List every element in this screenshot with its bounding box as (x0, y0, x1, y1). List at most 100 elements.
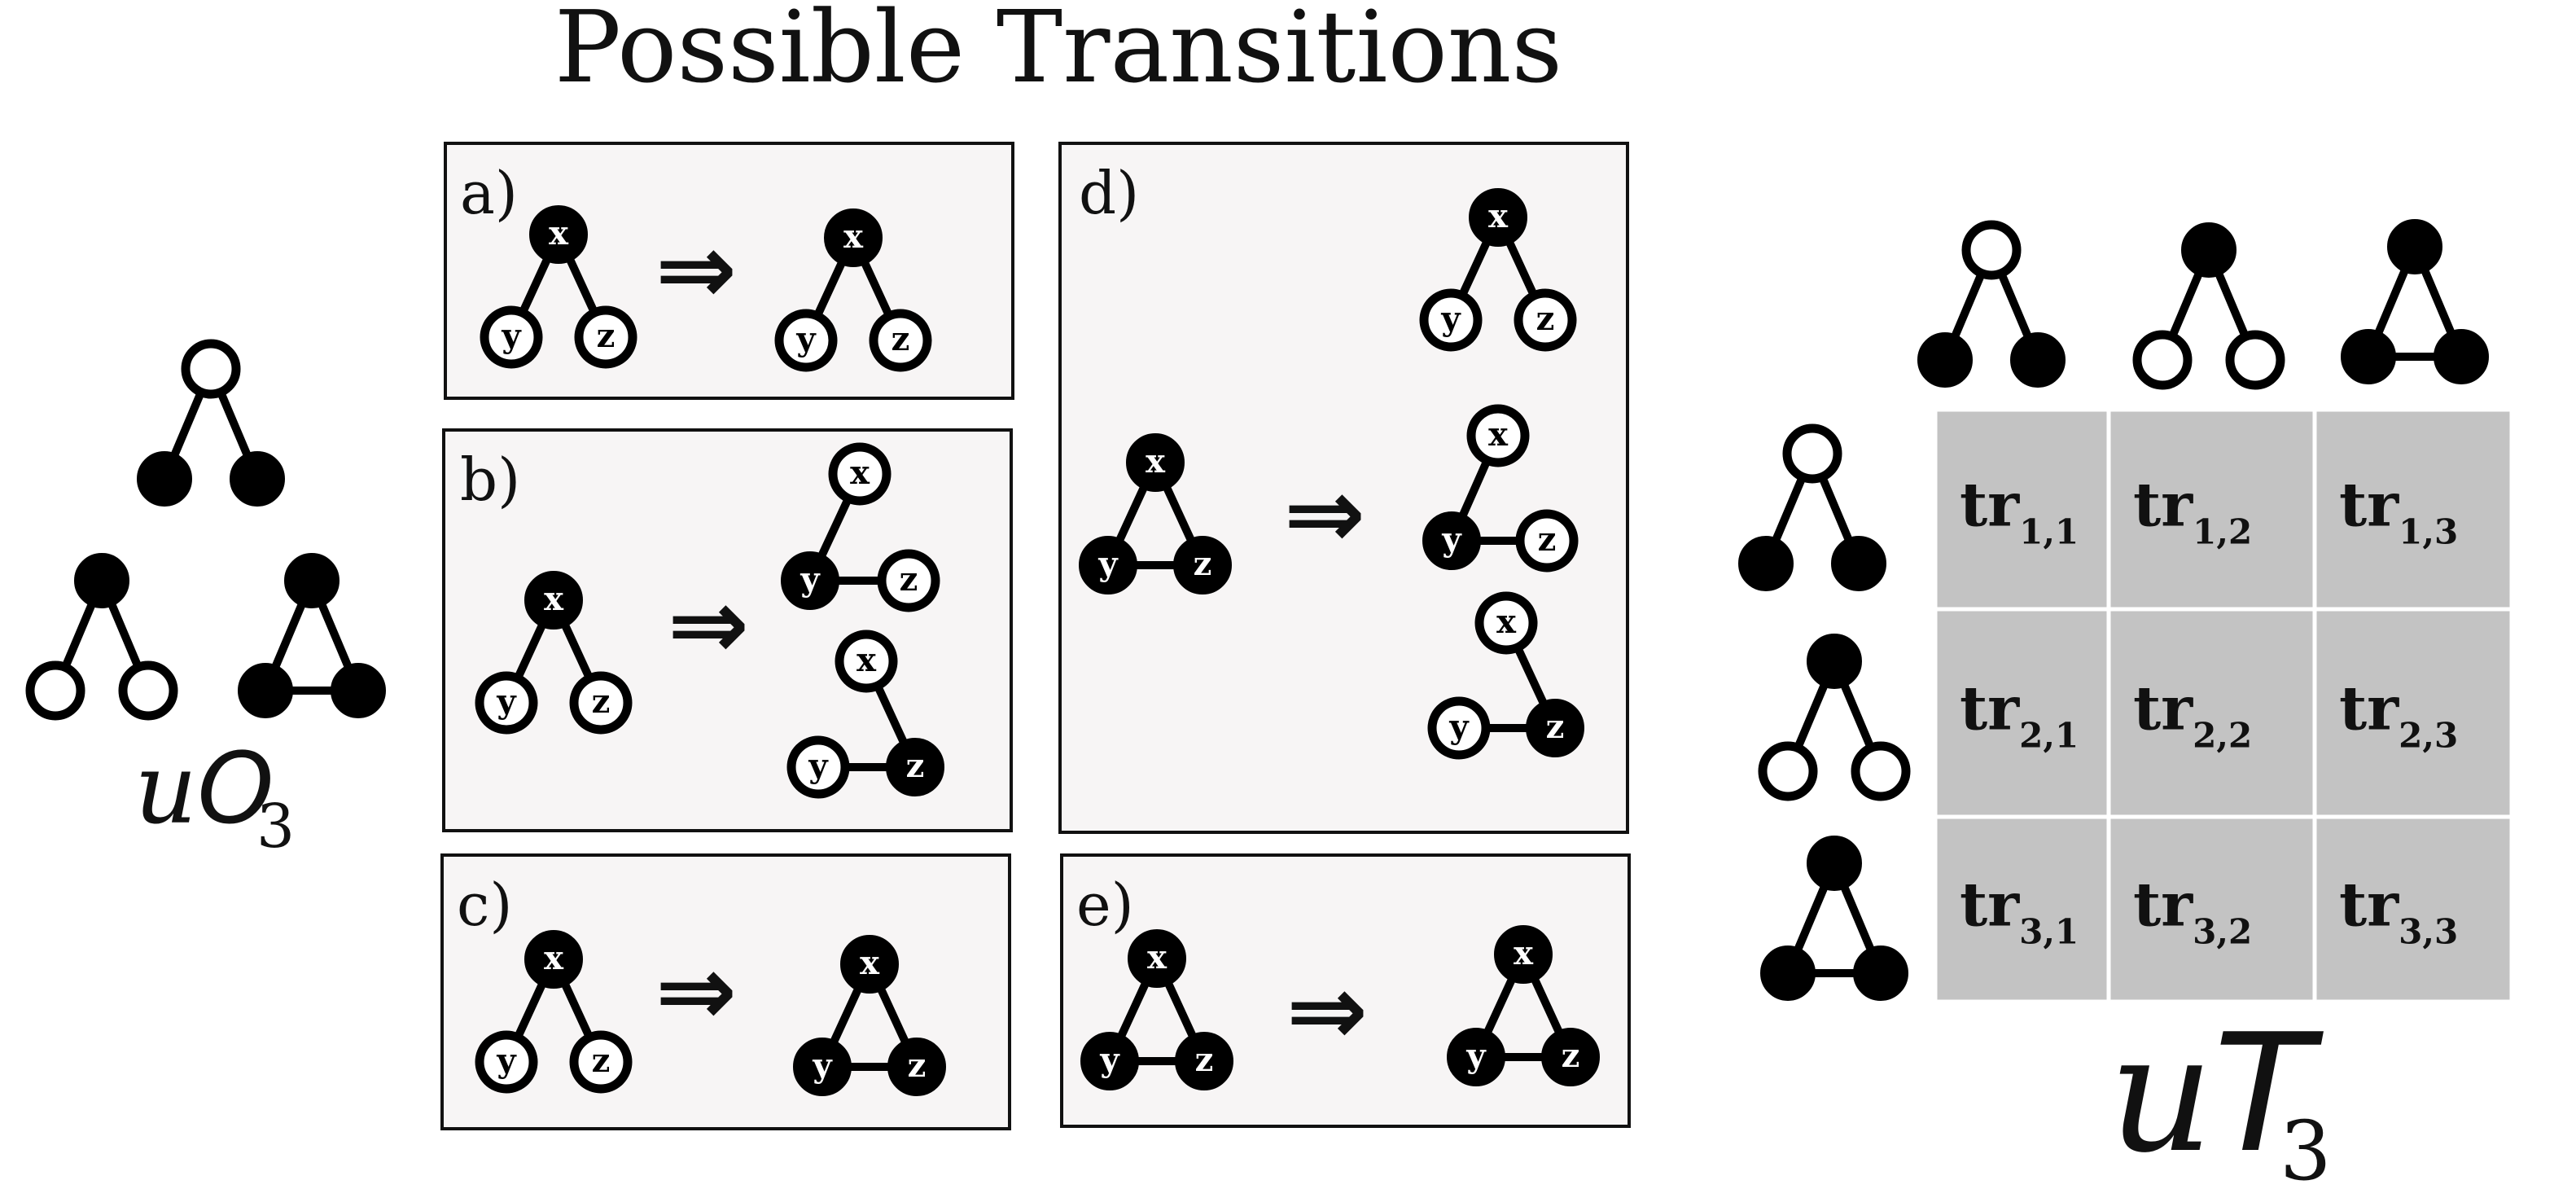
panel-b-before-y-node-letter: y (496, 682, 517, 721)
panel-a-before-z-node: z (574, 305, 637, 369)
panel-d-after-2-x-node: x (1466, 404, 1530, 467)
matrix-header-col-1-icon-left-node-circle (1917, 332, 1973, 388)
orbit-set (25, 339, 386, 721)
panel-b-after-1-z-node-letter: z (900, 560, 918, 599)
panel-c-after-x-node: x (840, 935, 899, 994)
orbit-2-icon-root-node (74, 553, 129, 608)
panel-a-after-z-node: z (869, 309, 932, 372)
orbit-3-icon-left-node (238, 663, 293, 718)
matrix-header-row-3-icon-root-node (1807, 836, 1862, 891)
matrix-header-col-2-icon-left-node-circle (2132, 330, 2193, 390)
panel-c-after-z-node-letter: z (908, 1046, 927, 1085)
panel-d-after-1-z-node-letter: z (1536, 300, 1555, 338)
orbit-2-icon-left-node-circle (25, 660, 85, 721)
matrix-header-col-2-icon-left-node (2132, 330, 2193, 390)
orbit-set-label: uO 3 (134, 733, 295, 862)
panel-e-before-z-node: z (1175, 1032, 1233, 1090)
matrix-cell-3-2: tr3,2 (2106, 814, 2317, 1004)
panel-d-label: d) (1079, 159, 1139, 227)
panel-c-after: x y z (793, 935, 946, 1096)
matrix-header-col-3-icon-right-node-circle (2434, 329, 2489, 384)
panel-d-before-z-node: z (1173, 536, 1232, 594)
panel-d-before-x-node: x (1126, 433, 1185, 492)
panel-d-arrow: ⇒ (1284, 458, 1366, 571)
matrix-header-col-3-icon-right-node (2434, 329, 2489, 384)
panel-b-before-x-node: x (524, 571, 583, 630)
orbit-set-label-main: uO (134, 733, 274, 846)
panel-d-after-3-z-node-letter: z (1546, 708, 1565, 746)
panel-d-after-3-y-node-circle (1427, 696, 1491, 760)
panel-e-after-z-node-letter: z (1562, 1037, 1580, 1075)
panel-d-after-3-y-node: y (1427, 696, 1491, 760)
panel-d-after-2-x-node-letter: x (1488, 415, 1509, 454)
panel-c-after-z-node: z (887, 1038, 946, 1096)
matrix-header-row-3-icon-left-node-circle (1760, 945, 1816, 1001)
panel-b-after-2-x-node: x (835, 630, 898, 693)
page-title: Possible Transitions (554, 0, 1562, 105)
matrix-header-col-3-icon-left-node (2341, 329, 2396, 384)
matrix-header-row-2-icon-root-node-circle (1807, 634, 1862, 689)
matrix-cell-1-1: tr1,1 (1933, 407, 2111, 612)
panel-a-arrow: ⇒ (655, 213, 738, 327)
panel-c-after-x-node-circle (840, 935, 899, 994)
matrix-cell-1-3: tr1,3 (2312, 407, 2514, 612)
panel-d-before-z-node-circle (1173, 536, 1232, 594)
matrix-header-col-3-icon-left-node-circle (2341, 329, 2396, 384)
matrix-header-row-3-icon-left-node (1760, 945, 1816, 1001)
panel-c-after-y-node-letter: y (812, 1046, 833, 1085)
matrix-cell-2-2: tr2,2 (2106, 607, 2317, 819)
panel-b-after-1-x-node-circle (828, 442, 892, 506)
panel-a-after-y-node-letter: y (795, 320, 817, 358)
panel-e-before-x-node-circle (1128, 929, 1186, 988)
panel-c-before-x-node-circle (524, 930, 583, 989)
panel-e-before-z-node-letter: z (1195, 1041, 1214, 1079)
transition-matrix-label-main: uT (2109, 999, 2324, 1189)
orbit-3-icon-left-node-circle (238, 663, 293, 718)
panel-b-after-2-z-node: z (886, 738, 944, 796)
panel-b-before-y-node: y (475, 671, 538, 735)
matrix-header-row-1-icon-root-node (1782, 423, 1842, 484)
matrix-header-row-1-icon-right-node-circle (1831, 536, 1886, 591)
transition-matrix-label: uT 3 (2109, 999, 2332, 1189)
panel-a-after-x-node-circle (824, 208, 883, 267)
matrix-header-row-2-icon-left-node (1758, 741, 1818, 801)
panel-e-before-z-node-circle (1175, 1032, 1233, 1090)
panel-d-after-3-x-node-letter: x (1496, 603, 1517, 641)
panel-d-after-1-x-node-letter: x (1488, 197, 1509, 235)
panel-a-after-z-node-letter: z (892, 320, 910, 358)
panel-b-before-x-node-circle (524, 571, 583, 630)
orbit-3-icon-right-node-circle (331, 663, 386, 718)
orbit-3-icon-right-node (331, 663, 386, 718)
panel-a-label: a) (460, 159, 518, 227)
matrix-cell-2-1: tr2,1 (1933, 607, 2111, 819)
matrix-header-row-1-icon-left-node-circle (1738, 536, 1794, 591)
matrix-cell-1-1-subscript: 1,1 (2019, 512, 2079, 552)
matrix-cell-2-3-subscript: 2,3 (2399, 716, 2458, 756)
panel-b-after-1-x-node: x (828, 442, 892, 506)
matrix-cell-2-1-subscript: 2,1 (2019, 716, 2079, 756)
matrix-header-col-2-icon-root-node-circle (2181, 222, 2236, 278)
panel-e-before-x-node: x (1128, 929, 1186, 988)
panel-a-before-y-node: y (480, 305, 543, 369)
matrix-cell-2-1-background (1933, 607, 2111, 819)
panel-c-before-z-node: z (569, 1030, 633, 1094)
panel-c-before-z-node-circle (569, 1030, 633, 1094)
matrix-header-col-2-icon-right-node-circle (2225, 330, 2285, 390)
matrix-cell-3-3: tr3,3 (2312, 814, 2514, 1004)
matrix-header-row-2-icon (1758, 634, 1911, 801)
matrix-header-row-1-icon-left-node (1738, 536, 1794, 591)
panel-e-before-y-node-letter: y (1099, 1041, 1120, 1079)
matrix-header-col-1-icon-left-node (1917, 332, 1973, 388)
panel-e-after-y-node: y (1447, 1028, 1505, 1086)
orbit-3-icon (238, 553, 386, 718)
orbit-1-icon-left-node-circle (137, 451, 192, 507)
panel-b-label: b) (460, 445, 520, 514)
panel-b-before-y-node-circle (475, 671, 538, 735)
